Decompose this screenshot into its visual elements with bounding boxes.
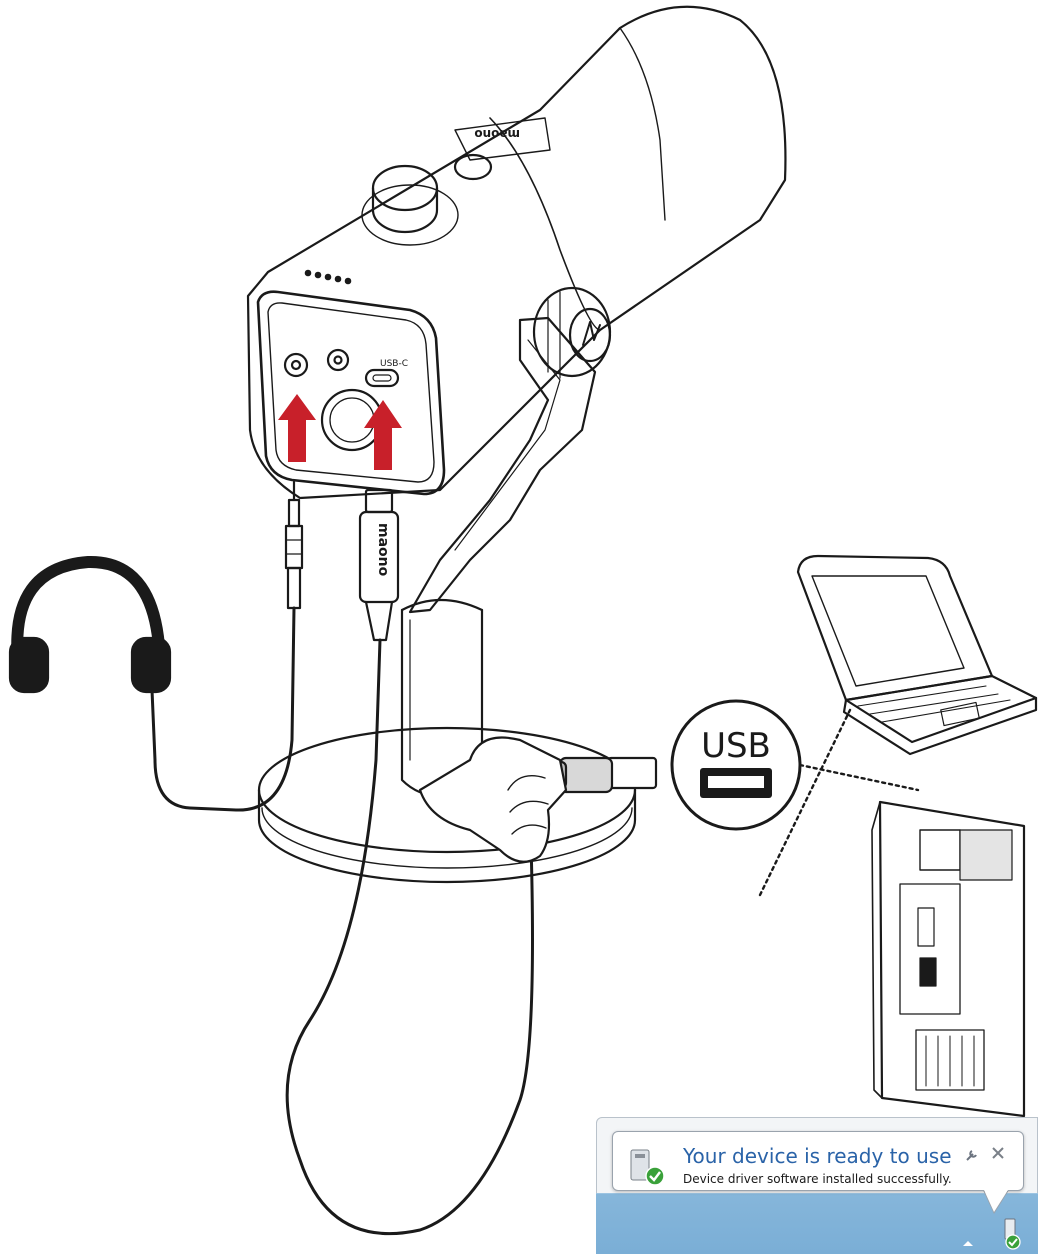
notification-balloon[interactable]: Your device is ready to use Device drive… [612, 1131, 1024, 1191]
headphone-plug [286, 482, 302, 608]
device-icon [627, 1148, 667, 1186]
insert-arrows [278, 394, 402, 470]
usb-badge-label: USB [701, 726, 771, 766]
notification-area: Your device is ready to use Device drive… [596, 1117, 1038, 1253]
microphone-body: maono [248, 7, 785, 498]
tray-chevron-icon[interactable] [962, 1239, 974, 1247]
usb-c-label: USB-C [380, 359, 408, 369]
bubble-tail [984, 1190, 1008, 1212]
headphones [10, 562, 170, 692]
tray-device-icon[interactable] [998, 1217, 1024, 1251]
usb-c-plug: maono [360, 490, 398, 640]
usb-c-port [366, 370, 398, 386]
notification-body: Device driver software installed success… [683, 1172, 952, 1186]
brand-plug-text: maono [375, 523, 391, 577]
headphone-jack [285, 354, 307, 376]
notification-title: Your device is ready to use [683, 1144, 952, 1168]
desktop-computer [872, 802, 1024, 1116]
brand-top-text: maono [474, 127, 520, 141]
light-control [328, 350, 348, 370]
usb-port-icon [708, 776, 764, 788]
mount-knob [534, 288, 610, 378]
laptop [798, 556, 1036, 754]
wrench-icon[interactable] [963, 1146, 981, 1164]
headphone-cable [152, 608, 294, 810]
close-icon[interactable] [989, 1144, 1007, 1162]
